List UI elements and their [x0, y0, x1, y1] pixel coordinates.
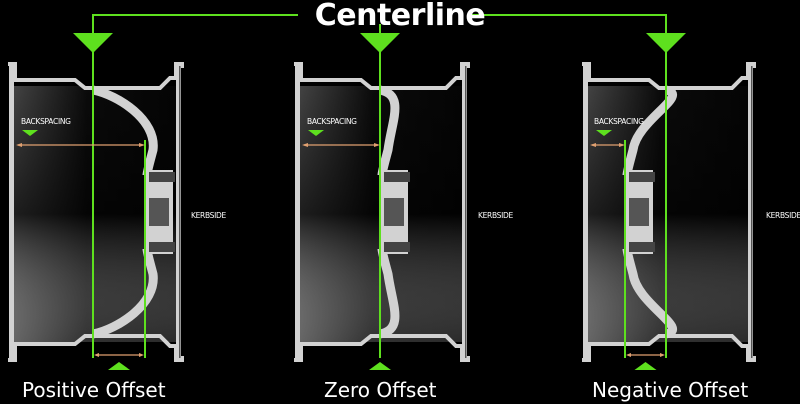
rim-right-edge	[179, 66, 181, 358]
wheel-zero	[294, 33, 470, 370]
backspacing-label-positive: BACKSPACING	[21, 117, 71, 126]
rim-left-flange	[9, 62, 14, 362]
backspacing-arrowhead	[302, 143, 308, 147]
rim-right-flange	[176, 62, 181, 362]
rim-right-flange	[462, 62, 467, 362]
stud-upper	[629, 172, 655, 182]
kerbside-label-negative: KERBSIDE	[766, 211, 800, 220]
rim-left-flange	[583, 62, 588, 362]
backspacing-triangle-icon	[308, 130, 324, 136]
stud-lower	[149, 242, 175, 252]
centerline-triangle-icon	[360, 33, 400, 53]
wheel-barrel-shade	[588, 86, 748, 342]
rim-right-flange	[748, 62, 753, 362]
backspacing-arrowhead	[619, 143, 625, 147]
offset-arrowhead	[139, 353, 144, 357]
backspacing-label-zero: BACKSPACING	[307, 117, 357, 126]
zero-offset-label: Zero Offset	[324, 378, 437, 402]
rim-top	[8, 62, 184, 90]
backspacing-label-negative: BACKSPACING	[594, 117, 644, 126]
backspacing-arrowhead	[590, 143, 596, 147]
offset-triangle-icon	[108, 362, 130, 370]
wheel-negative	[582, 33, 756, 370]
rim-top	[582, 62, 756, 90]
positive-offset-label: Positive Offset	[22, 378, 166, 402]
negative-offset-label: Negative Offset	[592, 378, 749, 402]
backspacing-triangle-icon	[22, 130, 38, 136]
rim-left-flange	[295, 62, 300, 362]
hub-bore	[629, 198, 649, 226]
stud-lower	[384, 242, 410, 252]
offset-triangle-icon	[369, 362, 391, 370]
backspacing-arrowhead	[374, 143, 380, 147]
stud-lower	[629, 242, 655, 252]
kerbside-label-zero: KERBSIDE	[478, 211, 513, 220]
backspacing-arrowhead	[139, 143, 145, 147]
centerline-triangle-icon	[646, 33, 686, 53]
stud-upper	[384, 172, 410, 182]
wheel-positive	[8, 33, 184, 370]
offset-arrowhead	[94, 353, 99, 357]
hub-bore	[149, 198, 169, 226]
centerline-title: Centerline	[314, 0, 486, 33]
backspacing-arrowhead	[16, 143, 22, 147]
stud-upper	[149, 172, 175, 182]
offset-arrowhead	[626, 353, 631, 357]
offset-triangle-icon	[634, 362, 657, 370]
rim-right-edge	[751, 66, 753, 358]
hub-bore	[384, 198, 404, 226]
centerline-triangle-icon	[73, 33, 113, 53]
kerbside-label-positive: KERBSIDE	[191, 211, 226, 220]
backspacing-triangle-icon	[596, 130, 612, 136]
offset-arrowhead	[660, 353, 665, 357]
rim-right-edge	[465, 66, 467, 358]
